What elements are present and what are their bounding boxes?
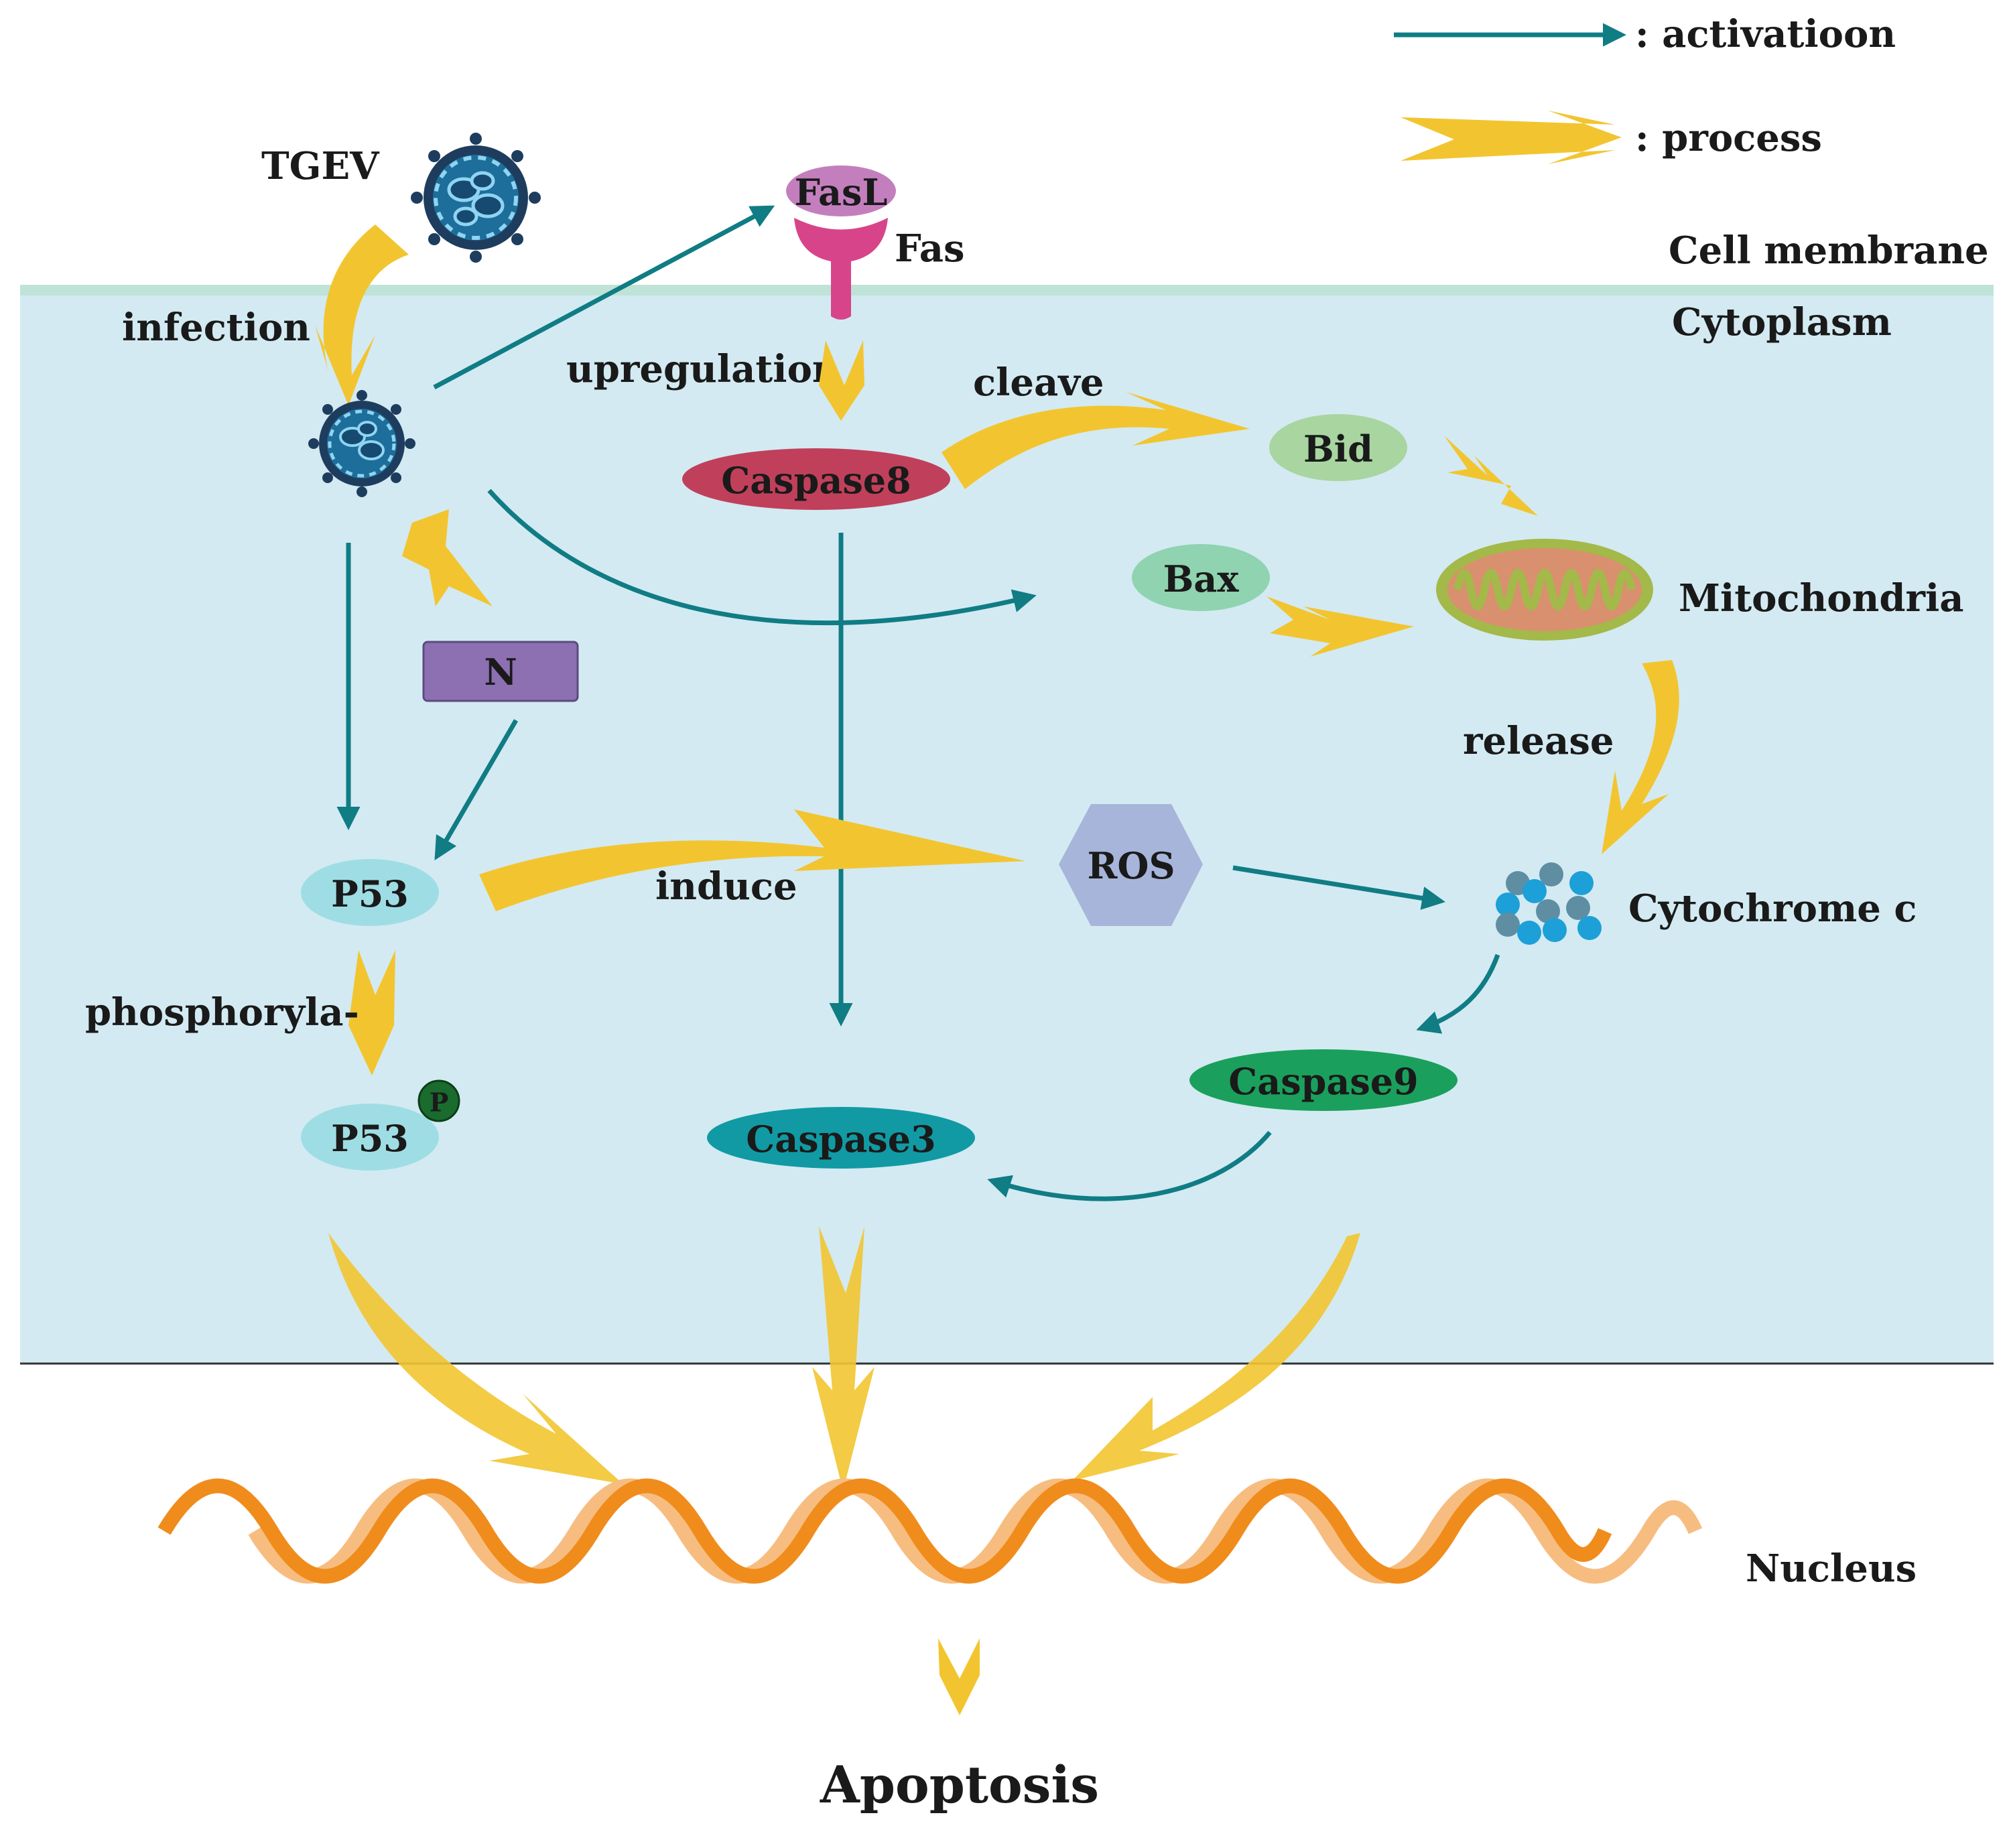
caspase3-node bbox=[707, 1107, 975, 1169]
p53-node bbox=[301, 859, 439, 926]
virus-to-bax-arrow bbox=[487, 488, 1037, 626]
nucleus-to-apoptosis-arrow bbox=[938, 1638, 980, 1715]
caspase8-node bbox=[682, 448, 950, 510]
fas-receptor-icon bbox=[794, 218, 888, 320]
bax-to-mito-arrow bbox=[1267, 596, 1414, 657]
nucleus-label: Nucleus bbox=[1746, 1546, 1917, 1591]
caspase9-label: Caspase9 bbox=[1228, 1060, 1418, 1103]
p53-phosphorylated-node bbox=[301, 1104, 439, 1171]
bid-node bbox=[1269, 414, 1407, 481]
ros-to-cytochrome-arrow bbox=[1232, 865, 1445, 910]
bax-label: Bax bbox=[1163, 557, 1240, 600]
fasl-label: FasL bbox=[795, 171, 888, 214]
caspase9-to-caspase3-arrow bbox=[987, 1130, 1272, 1201]
p53-phosphorylated-label: P53 bbox=[331, 1117, 409, 1160]
n-protein-node bbox=[422, 641, 579, 702]
legend-process-arrow bbox=[1401, 111, 1622, 164]
caspase9-to-nucleus-arrow bbox=[1072, 1233, 1360, 1481]
phosphorylation-process-arrow bbox=[348, 950, 395, 1075]
virus-to-n-arrow bbox=[402, 509, 493, 606]
ros-label: ROS bbox=[1088, 844, 1175, 887]
bid-label: Bid bbox=[1303, 427, 1373, 470]
induce-process-arrow bbox=[479, 809, 1025, 911]
caspase8-label: Caspase8 bbox=[721, 459, 911, 502]
release-process-arrow bbox=[1602, 660, 1679, 854]
p53-to-nucleus-arrow bbox=[328, 1233, 623, 1484]
ros-node bbox=[1059, 804, 1203, 926]
induce-label: induce bbox=[655, 864, 797, 909]
bid-to-mito-arrow bbox=[1444, 436, 1538, 516]
upregulation-process-arrow bbox=[819, 340, 864, 421]
cell-membrane-label: Cell membrane bbox=[1669, 228, 1989, 273]
fasl-node bbox=[786, 166, 896, 216]
cell-membrane-band bbox=[20, 285, 1994, 295]
cleave-process-arrow bbox=[942, 392, 1250, 489]
fas-label: Fas bbox=[895, 226, 965, 271]
cytochrome-c-icon bbox=[1496, 862, 1602, 945]
tgev-label: TGEV bbox=[261, 144, 380, 188]
phosphorylation-label: phosphoryla- bbox=[85, 990, 359, 1035]
n-to-p53-arrow bbox=[434, 719, 519, 861]
cytoplasm-label: Cytoplasm bbox=[1672, 300, 1892, 344]
upregulation-label: upregulation bbox=[566, 347, 840, 391]
cytochrome-c-label: Cytochrome c bbox=[1628, 886, 1917, 931]
infection-label: infection bbox=[122, 306, 310, 350]
p53-label: P53 bbox=[331, 872, 409, 915]
release-label: release bbox=[1463, 719, 1614, 763]
caspase3-label: Caspase3 bbox=[746, 1118, 935, 1161]
legend-activation-label: : activatioon bbox=[1635, 12, 1896, 56]
phospho-group-icon bbox=[417, 1079, 460, 1122]
infection-process-arrow bbox=[315, 224, 409, 405]
cytochrome-to-caspase9-arrow bbox=[1416, 953, 1500, 1034]
phospho-group-label: P bbox=[430, 1087, 449, 1118]
caspase3-to-nucleus-arrow bbox=[812, 1226, 875, 1491]
apoptosis-label: Apoptosis bbox=[820, 1755, 1099, 1814]
internalized-virus-icon bbox=[308, 390, 415, 497]
cleave-label: cleave bbox=[973, 360, 1104, 405]
tgev-virus-icon bbox=[411, 133, 541, 263]
mitochondria-icon bbox=[1436, 539, 1653, 641]
n-protein-label: N bbox=[484, 651, 517, 694]
legend-process-label: : process bbox=[1635, 116, 1822, 160]
dna-helix-icon bbox=[157, 1478, 1703, 1584]
bax-node bbox=[1132, 544, 1270, 611]
mitochondria-label: Mitochondria bbox=[1679, 576, 1964, 620]
caspase9-node bbox=[1189, 1049, 1458, 1111]
virus-to-fasl-arrow bbox=[433, 205, 775, 390]
